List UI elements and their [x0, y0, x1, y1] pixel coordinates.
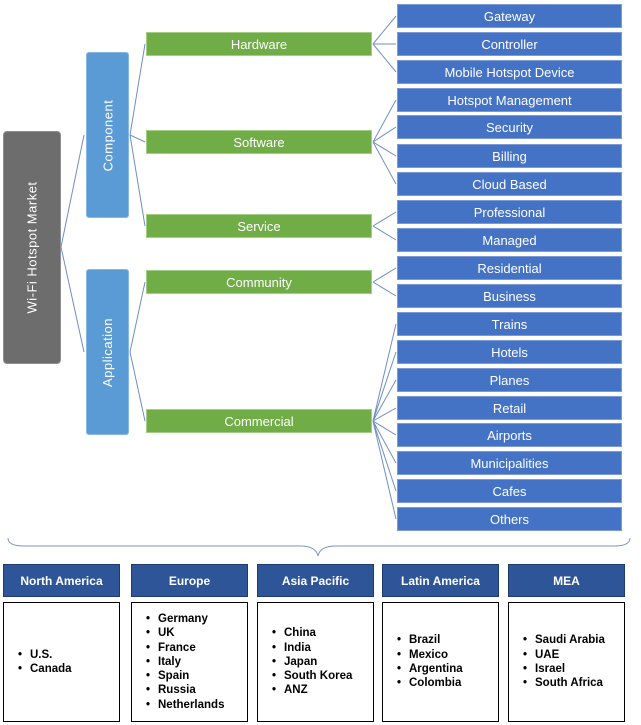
country-item: Colombia: [397, 676, 463, 691]
root-label: Wi-Fi Hotspot Market: [24, 181, 40, 314]
country-item: UAE: [523, 648, 605, 663]
country-item: India: [272, 641, 352, 656]
leaf-hotspot-management: Hotspot Management: [397, 88, 622, 112]
country-item: Spain: [146, 669, 224, 684]
leaf-residential: Residential: [397, 256, 622, 280]
region-header-asia-pacific: Asia Pacific: [257, 564, 374, 597]
country-list-mea: Saudi Arabia UAE Israel South Africa: [508, 602, 625, 722]
category-application: Application: [86, 269, 129, 435]
category-label: Component: [100, 99, 115, 171]
country-item: Mexico: [397, 648, 463, 663]
country-item: South Korea: [272, 669, 352, 684]
country-item: China: [272, 626, 352, 641]
leaf-planes: Planes: [397, 368, 622, 392]
leaf-controller: Controller: [397, 32, 622, 56]
country-item: U.S.: [18, 648, 72, 663]
leaf-gateway: Gateway: [397, 4, 622, 28]
region-header-mea: MEA: [508, 564, 625, 597]
leaf-retail: Retail: [397, 396, 622, 420]
country-list-europe: Germany UK France Italy Spain Russia Net…: [131, 602, 248, 722]
leaf-billing: Billing: [397, 144, 622, 168]
country-item: France: [146, 641, 224, 656]
segment-service: Service: [146, 214, 372, 238]
leaf-trains: Trains: [397, 312, 622, 336]
country-item: Brazil: [397, 633, 463, 648]
root-node: Wi-Fi Hotspot Market: [3, 131, 61, 364]
segment-software: Software: [146, 130, 372, 154]
country-item: Canada: [18, 662, 72, 677]
country-item: Argentina: [397, 662, 463, 677]
region-header-north-america: North America: [3, 564, 120, 597]
country-list-latin-america: Brazil Mexico Argentina Colombia: [382, 602, 499, 722]
leaf-security: Security: [397, 115, 622, 139]
leaf-mobile-hotspot-device: Mobile Hotspot Device: [397, 60, 622, 84]
category-component: Component: [86, 52, 129, 218]
leaf-professional: Professional: [397, 200, 622, 224]
leaf-cafes: Cafes: [397, 479, 622, 503]
country-item: UK: [146, 626, 224, 641]
country-item: Japan: [272, 655, 352, 670]
leaf-municipalities: Municipalities: [397, 451, 622, 475]
region-header-latin-america: Latin America: [382, 564, 499, 597]
country-list-north-america: U.S. Canada: [3, 602, 120, 722]
leaf-airports: Airports: [397, 423, 622, 447]
country-item: South Africa: [523, 676, 605, 691]
country-item: Israel: [523, 662, 605, 677]
segment-hardware: Hardware: [146, 32, 372, 56]
category-label: Application: [100, 317, 116, 387]
country-item: ANZ: [272, 683, 352, 698]
country-item: Saudi Arabia: [523, 633, 605, 648]
segment-commercial: Commercial: [146, 409, 372, 433]
leaf-business: Business: [397, 284, 622, 308]
country-item: Russia: [146, 683, 224, 698]
country-item: Germany: [146, 612, 224, 627]
leaf-hotels: Hotels: [397, 340, 622, 364]
region-header-europe: Europe: [131, 564, 248, 597]
leaf-managed: Managed: [397, 228, 622, 252]
country-item: Netherlands: [146, 698, 224, 713]
country-list-asia-pacific: China India Japan South Korea ANZ: [257, 602, 374, 722]
leaf-cloud-based: Cloud Based: [397, 172, 622, 196]
leaf-others: Others: [397, 507, 622, 531]
segment-community: Community: [146, 270, 372, 294]
country-item: Italy: [146, 655, 224, 670]
